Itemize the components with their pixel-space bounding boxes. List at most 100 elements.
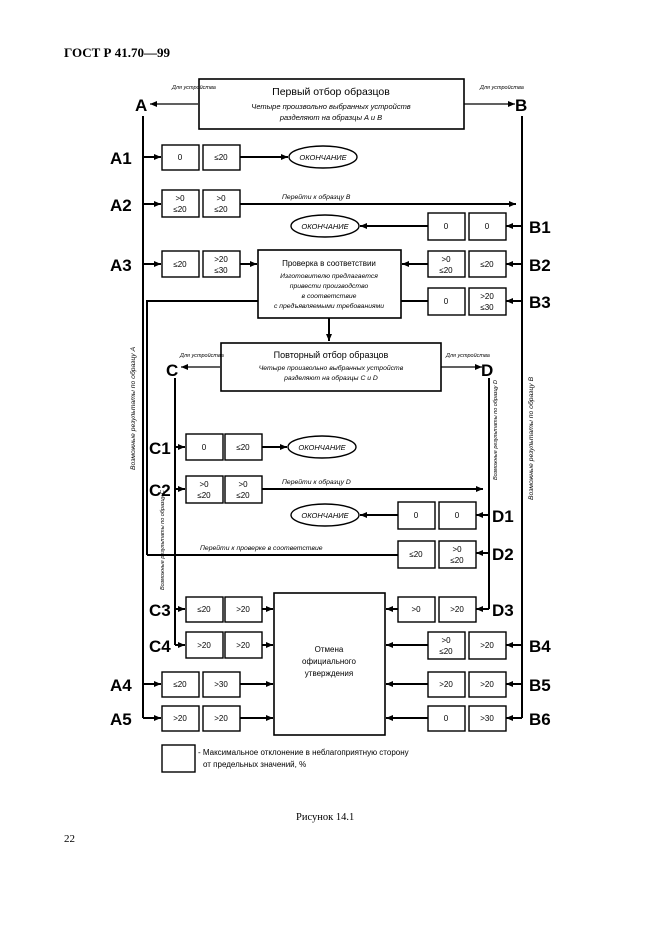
end-label: ОКОНЧАНИЕ	[301, 511, 349, 520]
cell-a5-2: >20	[214, 714, 228, 723]
cell-b6-1: 0	[444, 714, 449, 723]
cell-a4-1: ≤20	[173, 680, 187, 689]
cell-c2-1a: >0	[199, 480, 209, 489]
cell-c2-1b: ≤20	[197, 491, 211, 500]
cell-b5-1: >20	[439, 680, 453, 689]
end-label: ОКОНЧАНИЕ	[301, 222, 349, 231]
cell-a2-1a: >0	[175, 194, 185, 203]
cell-a2-2b: ≤20	[214, 205, 228, 214]
standard-id: ГОСТ Р 41.70—99	[64, 45, 170, 60]
cell-b3-2a: >20	[480, 292, 494, 301]
cell-d1-2: 0	[455, 511, 460, 520]
row-label-d1: D1	[492, 507, 514, 526]
cell-b5-2: >20	[480, 680, 494, 689]
cell-c4-2: >20	[236, 641, 250, 650]
row-label-c1: C1	[149, 439, 171, 458]
conformity-line1: Изготовителю предлагается	[280, 272, 378, 280]
end-ellipse-a1: ОКОНЧАНИЕ	[288, 145, 358, 169]
cell-a3-2b: ≤30	[214, 266, 228, 275]
cell-a1-2: ≤20	[214, 153, 228, 162]
withdrawal-box: Отмена официального утверждения	[273, 592, 386, 736]
repeat-sampling-line1: Четыре произвольно выбранных устройств	[259, 364, 404, 372]
row-label-b1: B1	[529, 218, 551, 237]
cell-a1-1: 0	[178, 153, 183, 162]
cell-values: 0 ≤20 >0 ≤20 >0 ≤20 ≤20 >20 ≤30 ≤20 >30 …	[173, 153, 494, 723]
possible-results-c-note: Возможные результаты по образцу C	[160, 490, 166, 590]
end-ellipse-d1: ОКОНЧАНИЕ	[290, 503, 360, 527]
go-to-d-label: Перейти к образцу D	[282, 478, 351, 486]
cell-b3-2b: ≤30	[480, 303, 494, 312]
cell-d3-2: >20	[450, 605, 464, 614]
cell-b6-2: >30	[480, 714, 494, 723]
cell-a2-1b: ≤20	[173, 205, 187, 214]
node-d-label: D	[481, 361, 493, 380]
cell-b2-1b: ≤20	[439, 266, 453, 275]
cell-a2-2a: >0	[216, 194, 226, 203]
row-label-a4: A4	[110, 676, 132, 695]
first-sampling-box: Первый отбор образцов Четыре произвольно…	[198, 78, 465, 130]
to-device-c-label: Для устройства	[179, 352, 224, 359]
cell-b4-1a: >0	[441, 636, 451, 645]
row-label-a1: A1	[110, 149, 132, 168]
cell-a3-1: ≤20	[173, 260, 187, 269]
row-label-a3: A3	[110, 256, 132, 275]
row-label-c4: C4	[149, 637, 171, 656]
figure-caption: Рисунок 14.1	[296, 812, 354, 823]
cell-d3-1: >0	[411, 605, 421, 614]
legend-box	[161, 744, 196, 773]
withdrawal-line2: официального	[302, 657, 356, 666]
possible-results-a-note: Возможные результаты по образцу A	[129, 346, 137, 470]
conformity-title: Проверка в соответствии	[282, 259, 376, 268]
first-sampling-title: Первый отбор образцов	[272, 86, 390, 98]
conformity-check-box: Проверка в соответствии Изготовителю пре…	[257, 249, 402, 319]
to-device-left-label: Для устройства	[171, 84, 216, 91]
cell-a4-2: >30	[214, 680, 228, 689]
cell-a3-2a: >20	[214, 255, 228, 264]
cell-c4-1: >20	[197, 641, 211, 650]
withdrawal-line1: Отмена	[315, 645, 344, 654]
cell-d1-1: 0	[414, 511, 419, 520]
cell-b4-2: >20	[480, 641, 494, 650]
conformity-line4: с предъявляемыми требованиями	[274, 302, 384, 310]
end-ellipse-b1: ОКОНЧАНИЕ	[290, 214, 360, 238]
repeat-sampling-box: Повторный отбор образцов Четыре произвол…	[220, 342, 442, 392]
first-sampling-line1: Четыре произвольно выбранных устройств	[251, 102, 411, 111]
page-number: 22	[64, 833, 75, 845]
row-label-d2: D2	[492, 545, 514, 564]
cell-d2-1: ≤20	[409, 550, 423, 559]
to-device-d-label: Для устройства	[445, 352, 490, 359]
withdrawal-line3: утверждения	[305, 669, 353, 678]
cell-b3-1: 0	[444, 297, 449, 306]
row-label-b4: B4	[529, 637, 551, 656]
cell-a5-1: >20	[173, 714, 187, 723]
end-ellipses: ОКОНЧАНИЕ ОКОНЧАНИЕ ОКОНЧАНИЕ ОКОНЧАНИЕ	[287, 145, 360, 527]
row-label-a2: A2	[110, 196, 132, 215]
row-label-b5: B5	[529, 676, 551, 695]
node-c-label: C	[166, 361, 178, 380]
possible-results-d-note: Возможные результаты по образцу D	[493, 380, 499, 480]
end-label: ОКОНЧАНИЕ	[298, 443, 346, 452]
cell-d2-2a: >0	[452, 545, 462, 554]
node-b-label: B	[515, 96, 527, 115]
value-cells	[161, 144, 507, 732]
cell-c2-2b: ≤20	[236, 491, 250, 500]
row-label-b6: B6	[529, 710, 551, 729]
conformity-line2: привести производство	[290, 282, 369, 290]
cell-c3-2: >20	[236, 605, 250, 614]
cell-c3-1: ≤20	[197, 605, 211, 614]
cell-b2-1a: >0	[441, 255, 451, 264]
cell-c2-2a: >0	[238, 480, 248, 489]
go-to-b-label: Перейти к образцу B	[282, 193, 351, 201]
cell-b2-2: ≤20	[480, 260, 494, 269]
cell-d2-2b: ≤20	[450, 556, 464, 565]
repeat-sampling-title: Повторный отбор образцов	[274, 350, 389, 360]
legend-line1: - Максимальное отклонение в неблагоприят…	[198, 748, 409, 757]
go-to-conformity-label: Перейти к проверке в соответствие	[200, 544, 323, 552]
row-label-d3: D3	[492, 601, 514, 620]
possible-results-b-note: Возможные результаты по образцу B	[527, 376, 535, 500]
first-sampling-line2: разделяют на образцы A и B	[279, 113, 382, 122]
repeat-sampling-line2: разделяют на образцы C и D	[283, 374, 378, 382]
cell-c1-2: ≤20	[236, 443, 250, 452]
row-label-b2: B2	[529, 256, 551, 275]
